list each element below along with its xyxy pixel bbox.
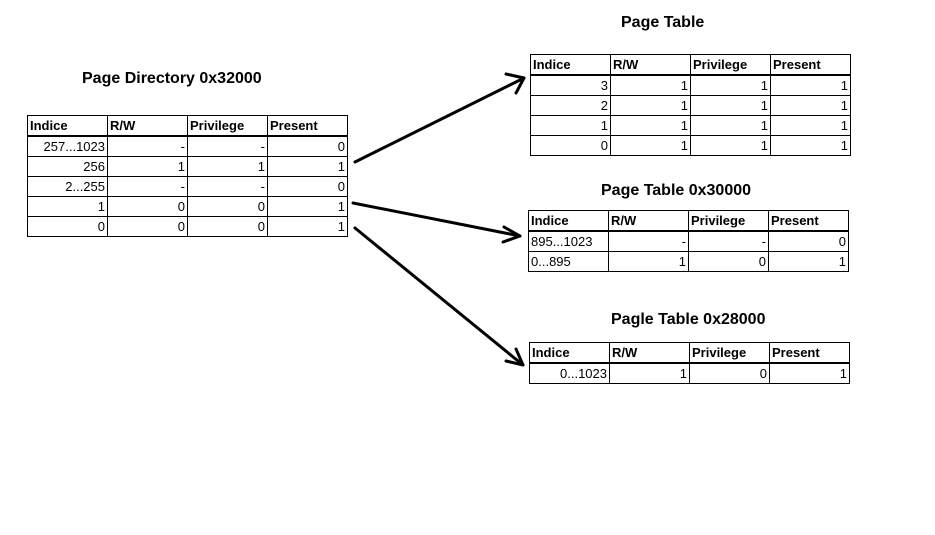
column-header-present: Present	[768, 210, 849, 232]
cell-present: 1	[769, 363, 850, 384]
table-row: 1 1 1 1	[530, 115, 851, 136]
cell-present: 1	[768, 251, 849, 272]
cell-present: 1	[267, 216, 348, 237]
page-table-0x28000: Indice R/W Privilege Present 0...1023 1 …	[529, 342, 850, 384]
column-header-indice: Indice	[530, 54, 611, 76]
cell-present: 1	[267, 196, 348, 217]
cell-privilege: -	[187, 176, 268, 197]
cell-rw: -	[107, 136, 188, 157]
cell-privilege: -	[688, 231, 769, 252]
table-header-row: Indice R/W Privilege Present	[27, 115, 348, 137]
column-header-present: Present	[770, 54, 851, 76]
cell-rw: 1	[609, 363, 690, 384]
column-header-present: Present	[769, 342, 850, 364]
table-row: 3 1 1 1	[530, 75, 851, 96]
cell-privilege: 0	[688, 251, 769, 272]
cell-indice: 2...255	[27, 176, 108, 197]
cell-indice: 0...1023	[529, 363, 610, 384]
column-header-indice: Indice	[529, 342, 610, 364]
cell-present: 1	[770, 115, 851, 136]
cell-privilege: 0	[187, 196, 268, 217]
page-table-title: Page Table	[621, 14, 705, 31]
page-table-0x30000: Indice R/W Privilege Present 895...1023 …	[528, 210, 849, 272]
arrow-to-page-table-0x30000	[351, 201, 522, 244]
column-header-rw: R/W	[107, 115, 188, 137]
cell-present: 1	[770, 135, 851, 156]
cell-indice: 0...895	[528, 251, 609, 272]
cell-rw: 1	[610, 135, 691, 156]
column-header-privilege: Privilege	[690, 54, 771, 76]
table-row: 895...1023 - - 0	[528, 231, 849, 252]
cell-privilege: 1	[690, 95, 771, 116]
cell-indice: 256	[27, 156, 108, 177]
cell-indice: 3	[530, 75, 611, 96]
table-header-row: Indice R/W Privilege Present	[528, 210, 849, 232]
cell-privilege: 0	[187, 216, 268, 237]
page-table: Indice R/W Privilege Present 3 1 1 1 2 1…	[530, 54, 851, 156]
cell-rw: 0	[107, 216, 188, 237]
table-row: 2 1 1 1	[530, 95, 851, 116]
cell-privilege: 0	[689, 363, 770, 384]
cell-rw: 1	[107, 156, 188, 177]
table-header-row: Indice R/W Privilege Present	[530, 54, 851, 76]
cell-privilege: 1	[187, 156, 268, 177]
table-row: 0 0 0 1	[27, 216, 348, 237]
table-row: 2...255 - - 0	[27, 176, 348, 197]
column-header-privilege: Privilege	[689, 342, 770, 364]
cell-indice: 0	[27, 216, 108, 237]
cell-rw: 1	[610, 95, 691, 116]
table-row: 257...1023 - - 0	[27, 136, 348, 157]
column-header-rw: R/W	[609, 342, 690, 364]
cell-privilege: 1	[690, 135, 771, 156]
cell-present: 1	[770, 75, 851, 96]
cell-indice: 895...1023	[528, 231, 609, 252]
page-table-0x28000-title: Pagle Table 0x28000	[611, 311, 766, 328]
cell-rw: 1	[608, 251, 689, 272]
cell-rw: 1	[610, 75, 691, 96]
cell-privilege: 1	[690, 75, 771, 96]
table-row: 1 0 0 1	[27, 196, 348, 217]
page-directory-table: Indice R/W Privilege Present 257...1023 …	[27, 115, 348, 237]
cell-present: 1	[770, 95, 851, 116]
page-table-0x30000-title: Page Table 0x30000	[601, 182, 752, 199]
column-header-present: Present	[267, 115, 348, 137]
cell-rw: 0	[107, 196, 188, 217]
cell-present: 0	[267, 176, 348, 197]
cell-present: 1	[267, 156, 348, 177]
table-row: 0 1 1 1	[530, 135, 851, 156]
table-row: 256 1 1 1	[27, 156, 348, 177]
cell-rw: -	[608, 231, 689, 252]
column-header-privilege: Privilege	[688, 210, 769, 232]
cell-privilege: 1	[690, 115, 771, 136]
arrow-to-page-table-0x28000	[353, 226, 525, 367]
arrow-to-page-table	[353, 72, 526, 164]
table-row: 0...895 1 0 1	[528, 251, 849, 272]
page-directory-title: Page Directory 0x32000	[82, 70, 262, 87]
cell-indice: 257...1023	[27, 136, 108, 157]
cell-indice: 2	[530, 95, 611, 116]
cell-indice: 1	[27, 196, 108, 217]
table-header-row: Indice R/W Privilege Present	[529, 342, 850, 364]
cell-rw: 1	[610, 115, 691, 136]
column-header-rw: R/W	[608, 210, 689, 232]
column-header-rw: R/W	[610, 54, 691, 76]
cell-rw: -	[107, 176, 188, 197]
column-header-indice: Indice	[27, 115, 108, 137]
cell-present: 0	[768, 231, 849, 252]
column-header-indice: Indice	[528, 210, 609, 232]
cell-indice: 0	[530, 135, 611, 156]
cell-indice: 1	[530, 115, 611, 136]
cell-privilege: -	[187, 136, 268, 157]
table-row: 0...1023 1 0 1	[529, 363, 850, 384]
cell-present: 0	[267, 136, 348, 157]
column-header-privilege: Privilege	[187, 115, 268, 137]
